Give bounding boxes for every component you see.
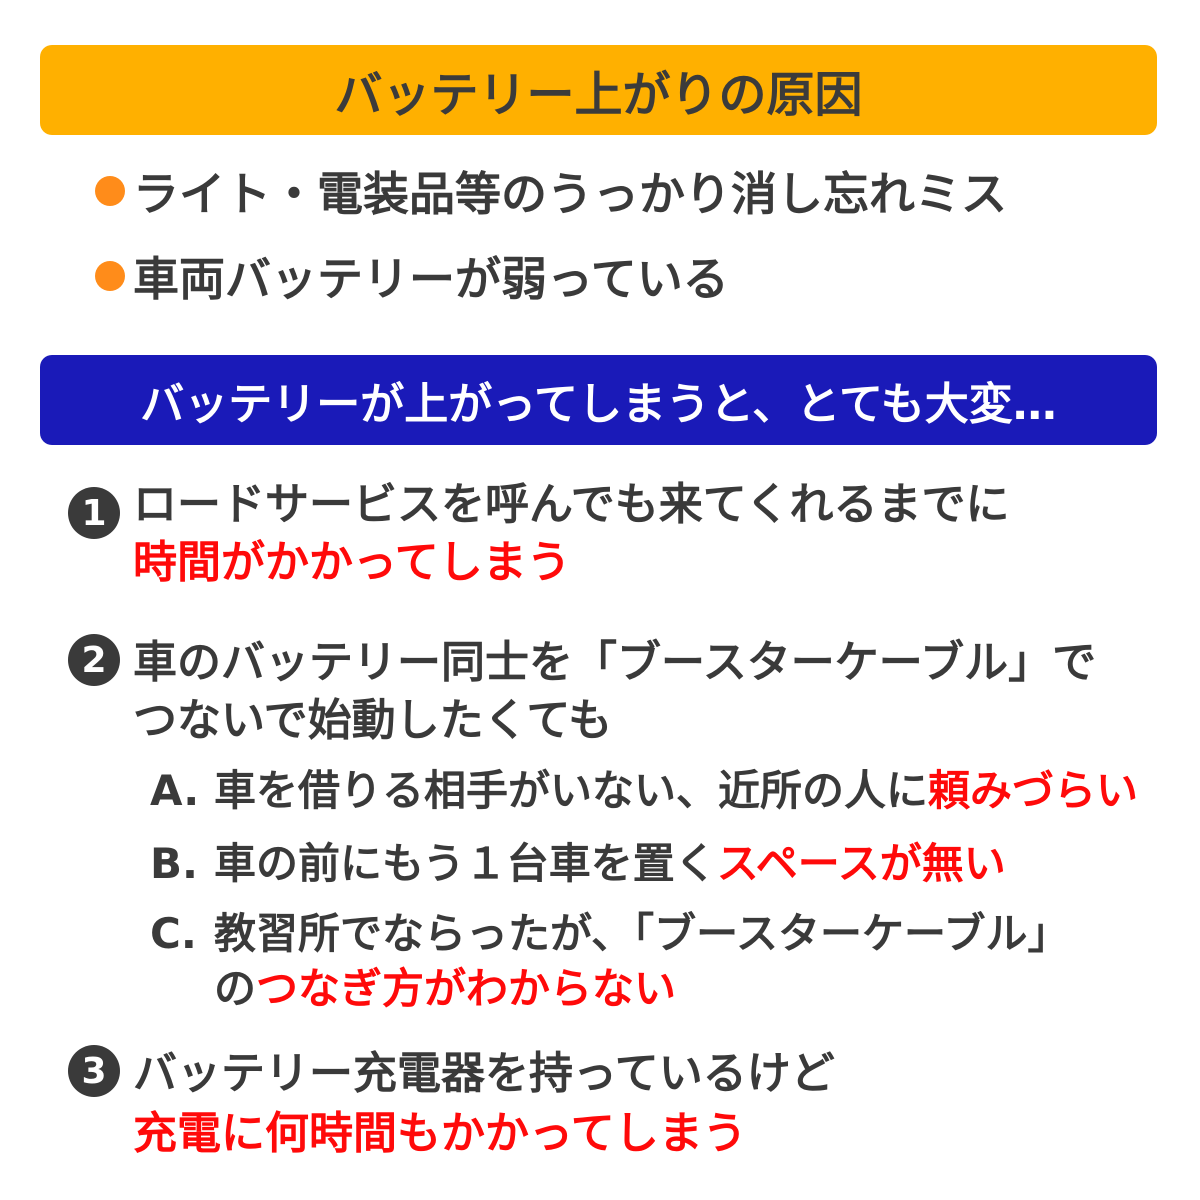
sub-item-c: C.教習所でならったが、「ブースターケーブル」 bbox=[150, 909, 1070, 958]
bullet-dot-icon bbox=[95, 261, 125, 291]
cause-item: 車両バッテリーが弱っている bbox=[95, 243, 729, 309]
bullet-dot-icon bbox=[95, 176, 125, 206]
number-3-icon: 3 bbox=[68, 1045, 120, 1097]
number-2-icon: 2 bbox=[68, 634, 120, 686]
item2-line1: 車のバッテリー同士を「ブースターケーブル」で bbox=[133, 637, 1097, 688]
sub-item-c-continued: のつなぎ方がわからない bbox=[214, 964, 677, 1013]
cause-item: ライト・電装品等のうっかり消し忘れミス bbox=[95, 158, 1007, 224]
item3-line2: 充電に何時間もかかってしまう bbox=[133, 1108, 747, 1159]
sub-item-a: A.車を借りる相手がいない、近所の人に頼みづらい bbox=[150, 766, 1139, 815]
trouble-title: バッテリーが上がってしまうと、とても大変… bbox=[140, 379, 1057, 430]
cause-text: 車両バッテリーが弱っている bbox=[133, 252, 729, 306]
item1-line1: ロードサービスを呼んでも来てくれるまでに bbox=[133, 479, 1010, 530]
cause-text: ライト・電装品等のうっかり消し忘れミス bbox=[133, 167, 1007, 221]
number-1-icon: 1 bbox=[68, 487, 120, 539]
item3-line1: バッテリー充電器を持っているけど bbox=[133, 1048, 835, 1099]
trouble-banner: バッテリーが上がってしまうと、とても大変… bbox=[40, 355, 1157, 445]
item2-line2: つないで始動したくても bbox=[133, 695, 613, 746]
causes-title: バッテリー上がりの原因 bbox=[334, 67, 863, 123]
item1-line2: 時間がかかってしまう bbox=[133, 537, 571, 588]
causes-banner: バッテリー上がりの原因 bbox=[40, 45, 1157, 135]
sub-item-b: B.車の前にもう１台車を置くスペースが無い bbox=[150, 839, 1006, 888]
